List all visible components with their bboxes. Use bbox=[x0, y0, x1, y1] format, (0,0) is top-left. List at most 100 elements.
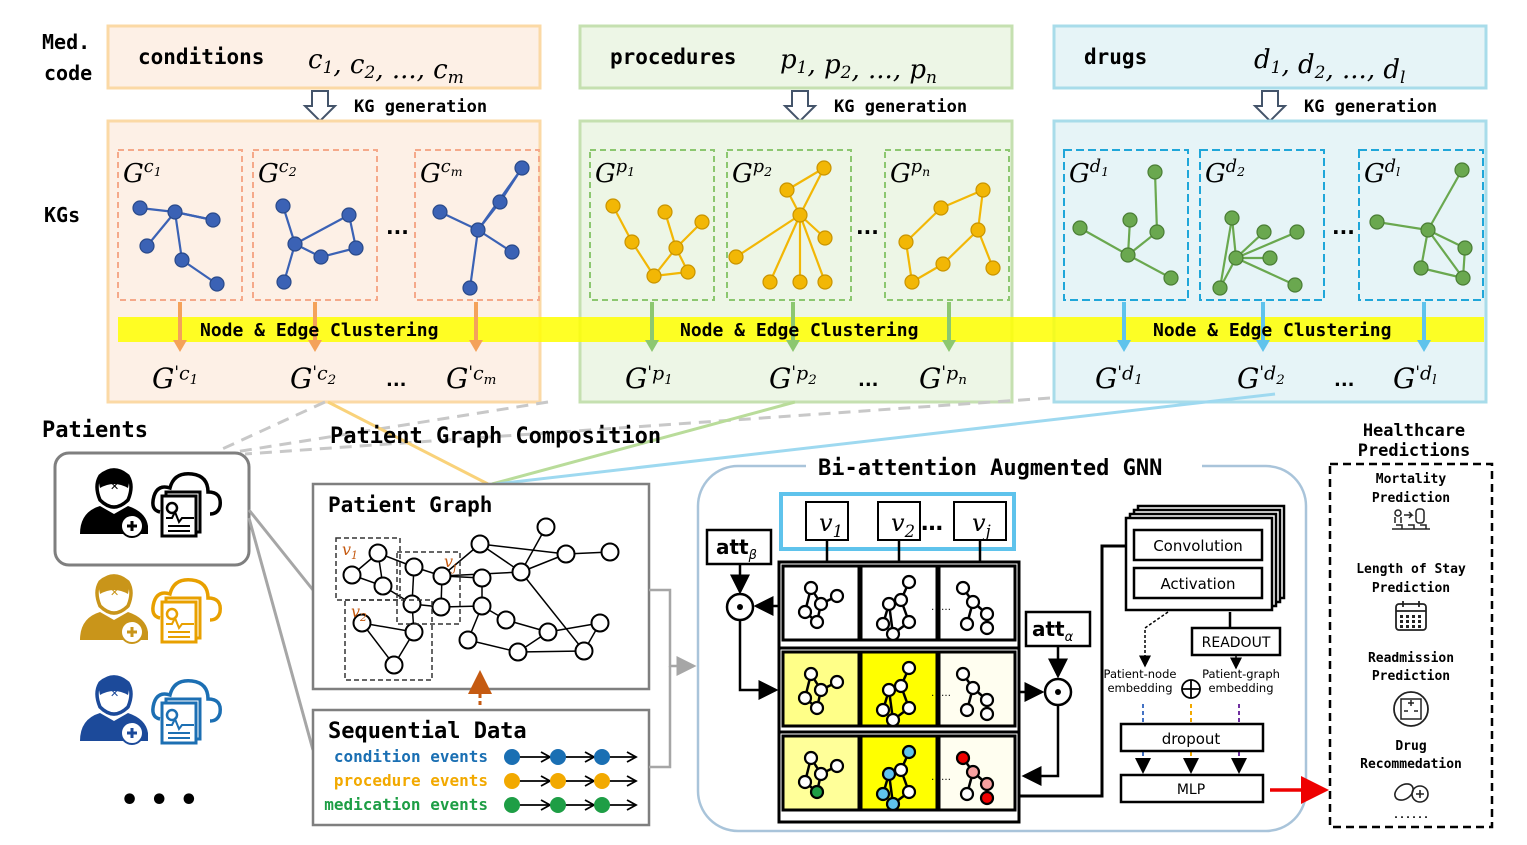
att-beta-label: attβ bbox=[716, 535, 757, 563]
sequential-event-dot bbox=[550, 749, 566, 765]
kg-node bbox=[1224, 210, 1240, 226]
kg-node bbox=[933, 200, 949, 216]
patient-1-record-icon bbox=[151, 472, 222, 538]
sequential-event-label-2: procedure events bbox=[334, 771, 488, 790]
clustering-label-1: Node & Edge Clustering bbox=[200, 320, 438, 341]
kg-node bbox=[792, 207, 808, 223]
conditions-kg-2 bbox=[252, 149, 378, 301]
kgs-label: KGs bbox=[44, 203, 80, 227]
procedures-clustered-2: G'p2 bbox=[769, 362, 817, 395]
gnn-title: Bi-attention Augmented GNN bbox=[818, 456, 1162, 481]
patient-graph-node bbox=[352, 613, 372, 633]
kg-node bbox=[287, 236, 303, 252]
kg-node bbox=[167, 204, 183, 220]
kg-node bbox=[970, 222, 986, 238]
kg-node bbox=[470, 222, 486, 238]
subgraph-icon bbox=[955, 666, 995, 722]
kg-node bbox=[817, 230, 833, 246]
conditions-formula: c1, c2, ..., cm bbox=[308, 45, 464, 88]
subgraph-icon bbox=[797, 750, 845, 800]
kg-node bbox=[624, 234, 640, 250]
kg-node bbox=[504, 244, 520, 260]
patient-graph-node bbox=[590, 613, 610, 633]
patient-graph-node bbox=[496, 610, 516, 630]
kg-node bbox=[935, 256, 951, 272]
activation-label: Activation bbox=[1160, 575, 1235, 593]
v-label-vj: vj bbox=[972, 509, 991, 541]
att-beta-box bbox=[705, 528, 773, 566]
patients-more: • • • bbox=[120, 783, 198, 818]
hospital-icon bbox=[1393, 691, 1429, 727]
subgraph-icon bbox=[875, 660, 917, 728]
drugs-kg-title-2: Gd2 bbox=[1205, 157, 1245, 189]
drugs-clustered-2: G'd2 bbox=[1237, 362, 1285, 395]
kg-node bbox=[1413, 260, 1429, 276]
kg-node bbox=[1120, 247, 1136, 263]
patient-graph-node bbox=[432, 566, 452, 586]
task-3-line1: Readmission bbox=[1368, 651, 1454, 666]
conditions-clustered-3: G'cm bbox=[446, 362, 496, 395]
kg-node bbox=[792, 274, 808, 290]
kg-node bbox=[1122, 212, 1138, 228]
procedures-clustered-3: G'pn bbox=[919, 362, 967, 395]
kg-node bbox=[668, 240, 684, 256]
v-ellipsis: … bbox=[921, 511, 943, 536]
task-2-line1: Length of Stay bbox=[1356, 562, 1466, 577]
kg-node bbox=[904, 274, 920, 290]
procedures-label: procedures bbox=[610, 45, 736, 69]
patients-label: Patients bbox=[42, 418, 148, 443]
subgraph-icon bbox=[875, 574, 917, 642]
kg-node bbox=[605, 198, 621, 214]
patient-3-avatar-icon: ✕ bbox=[80, 675, 148, 745]
v-cell-1 bbox=[805, 501, 849, 541]
patient-graph-node bbox=[404, 622, 424, 642]
healthcare-title: Healthcare bbox=[1363, 421, 1465, 441]
patient-node-embedding-label-2: embedding bbox=[1107, 681, 1172, 695]
procedures-clustered-1: G'p1 bbox=[625, 362, 673, 395]
svg-text:✕: ✕ bbox=[110, 687, 119, 700]
patient-graph-node bbox=[458, 630, 478, 650]
dropout-label: dropout bbox=[1162, 730, 1221, 748]
drugs-kg-3 bbox=[1358, 149, 1484, 301]
patient-graph-node bbox=[472, 568, 492, 588]
patient-node-embedding-label: Patient-node bbox=[1104, 667, 1177, 681]
subgraph-v1-box bbox=[335, 537, 401, 601]
patient-graph-node bbox=[508, 642, 528, 662]
sequential-event-dot bbox=[550, 797, 566, 813]
drugs-formula: d1, d2, ..., dl bbox=[1254, 45, 1405, 88]
kg-node bbox=[985, 260, 1001, 276]
calendar-icon bbox=[1395, 601, 1427, 631]
kg-node bbox=[432, 204, 448, 220]
patient-graph-node bbox=[472, 596, 492, 616]
drugs-kg-generation-label: KG generation bbox=[1304, 97, 1437, 117]
task-2-line2: Prediction bbox=[1372, 581, 1450, 596]
kg-node bbox=[779, 182, 795, 198]
svg-text:✕: ✕ bbox=[110, 586, 119, 599]
med-code-label: Med. bbox=[42, 30, 90, 54]
task-1-line2: Prediction bbox=[1372, 491, 1450, 506]
kg-node bbox=[1228, 250, 1244, 266]
patient-graph-node bbox=[574, 641, 594, 661]
composition-lines bbox=[219, 392, 1276, 486]
procedures-kg-generation-label: KG generation bbox=[834, 97, 967, 117]
patient-graph-node bbox=[538, 622, 558, 642]
sequential-event-dot bbox=[594, 773, 610, 789]
patient-graph-embedding-label: Patient-graph bbox=[1202, 667, 1280, 681]
sequential-event-dot bbox=[594, 749, 610, 765]
att-alpha-label: attα bbox=[1032, 617, 1074, 645]
kg-node bbox=[1420, 222, 1436, 238]
dropout-box bbox=[1119, 722, 1265, 753]
drugs-code-box bbox=[1052, 24, 1488, 90]
kg-node bbox=[1072, 220, 1088, 236]
patient-graph-node bbox=[384, 655, 404, 675]
kg-node bbox=[1212, 280, 1228, 296]
clustered-ellipsis: ... bbox=[1334, 370, 1355, 391]
patient-1-avatar-icon: ✕ bbox=[80, 468, 148, 538]
drugs-clustered-1: G'd1 bbox=[1095, 362, 1143, 395]
procedures-kg-title-3: Gpn bbox=[890, 157, 930, 189]
patient-graph-composition-label: Patient Graph Composition bbox=[330, 424, 661, 449]
kg-node bbox=[514, 160, 530, 176]
clustering-label-3: Node & Edge Clustering bbox=[1153, 320, 1391, 341]
